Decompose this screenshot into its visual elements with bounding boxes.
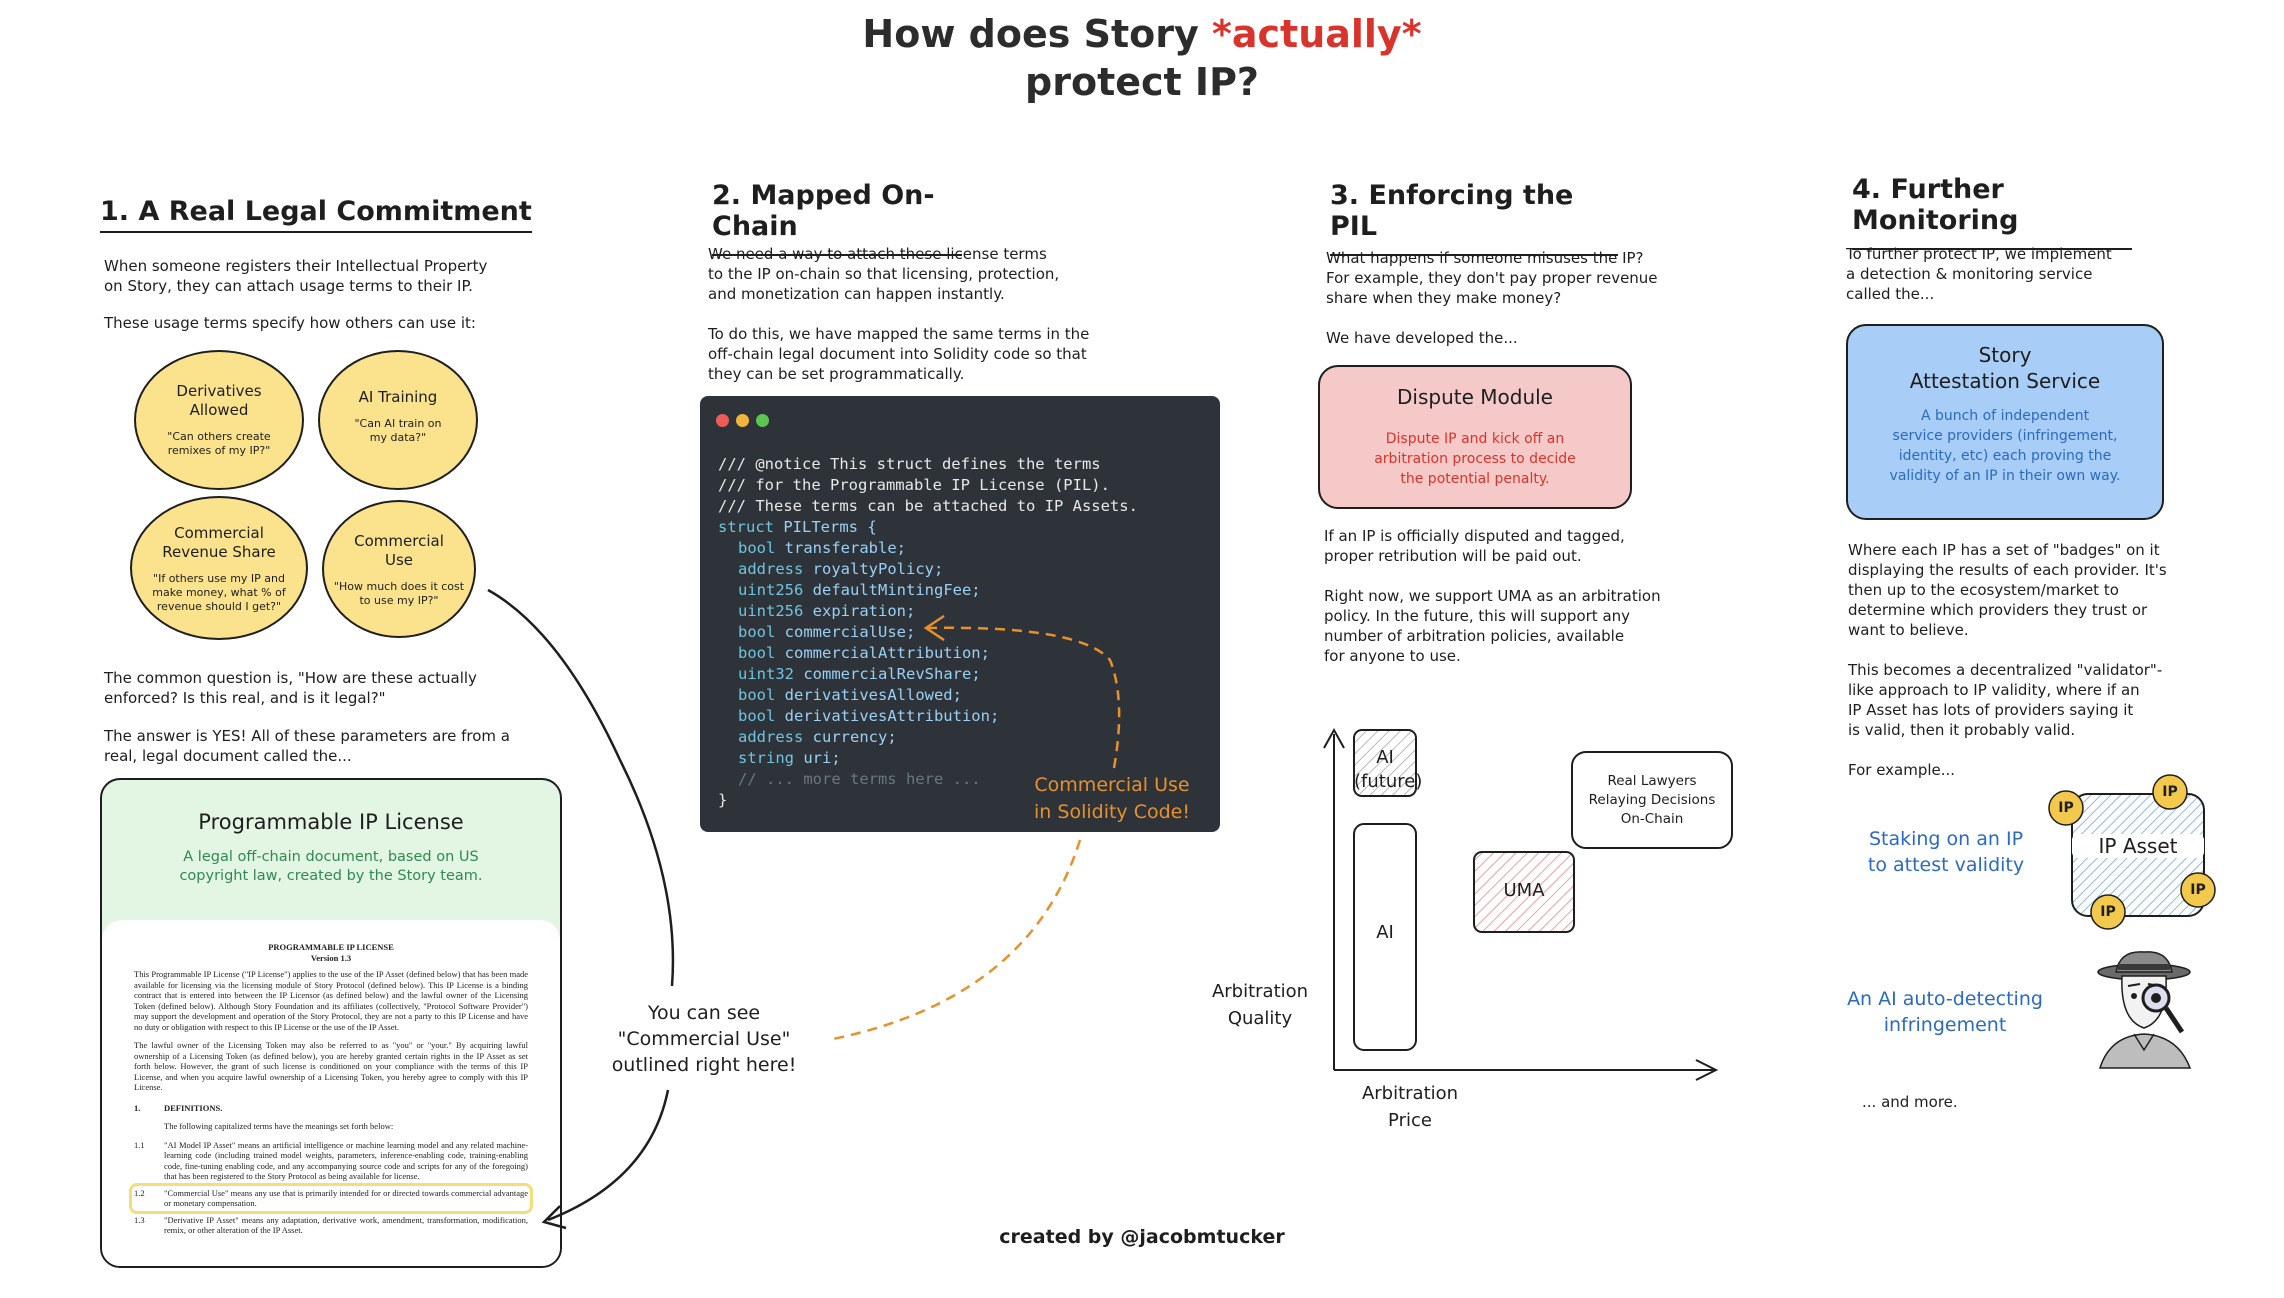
code-field-line: bool derivativesAllowed; — [738, 686, 962, 704]
code-field-line: uint32 commercialRevShare; — [738, 665, 981, 683]
s3-intro: What happens if someone misuses the IP?F… — [1326, 249, 1658, 307]
s2-mapping-text: To do this, we have mapped the same term… — [708, 325, 1090, 383]
code-field-line: bool commercialAttribution; — [738, 644, 990, 662]
ip-badge: IP — [2148, 770, 2192, 814]
uma-label: UMA — [1503, 880, 1545, 901]
arrow-code-to-callout — [827, 839, 1082, 1042]
dispute-module-title: Dispute Module — [1397, 385, 1553, 409]
s1-answer: The answer is YES! All of these paramete… — [104, 727, 510, 765]
ai-block — [1353, 823, 1417, 1051]
code-struct-line: struct PILTerms { — [718, 518, 877, 536]
s4-example-text: For example... — [1848, 761, 1956, 779]
title-line1: How does Story — [862, 12, 1212, 56]
code-comment-line: /// for the Programmable IP License (PIL… — [718, 476, 1110, 494]
s4-validator-text: This becomes a decentralized "validator"… — [1848, 661, 2163, 739]
pil-title: Programmable IP License — [198, 810, 464, 834]
code-more-comment: // ... more terms here ... — [738, 770, 981, 788]
solidity-code-block: /// @notice This struct defines the term… — [700, 396, 1220, 832]
commercial-use-highlight: 1.2"Commercial Use" means any use that i… — [129, 1182, 533, 1214]
arbitration-chart — [1323, 727, 1733, 1081]
arrow-head-code — [923, 614, 945, 642]
code-fields: bool transferable; address royaltyPolicy;… — [718, 538, 1202, 769]
section3-heading: 3. Enforcing the PIL — [1330, 180, 1618, 256]
window-maximize-dot — [756, 414, 769, 427]
x-axis-arrow — [1695, 1059, 1719, 1081]
code-field-line: address royaltyPolicy; — [738, 560, 944, 578]
s3-developed-text: We have developed the... — [1326, 329, 1518, 347]
window-minimize-dot — [736, 414, 749, 427]
s4-badges-text: Where each IP has a set of "badges" on i… — [1848, 541, 2167, 639]
code-field-line: bool commercialUse; — [738, 623, 916, 641]
s1-intro: When someone registers their Intellectua… — [104, 257, 488, 295]
code-field-line: bool derivativesAttribution; — [738, 707, 1000, 725]
dispute-module-card: Dispute Module Dispute IP and kick off a… — [1318, 365, 1632, 509]
ip-asset-label: IP Asset — [2072, 834, 2204, 858]
s3-retribution-text: If an IP is officially disputed and tagg… — [1324, 527, 1625, 565]
ai-label: AI — [1376, 922, 1394, 943]
code-close-brace: } — [718, 791, 728, 809]
ip-badge: IP — [2044, 786, 2088, 830]
code-field-line: string uri; — [738, 749, 841, 767]
s1-question: The common question is, "How are these a… — [104, 669, 477, 707]
arrow-bubble-to-callout — [487, 588, 675, 987]
detective-icon — [2097, 951, 2192, 1069]
ip-badge: IP — [2176, 868, 2220, 912]
code-field-line: uint256 expiration; — [738, 602, 916, 620]
code-comment-line: /// These terms can be attached to IP As… — [718, 497, 1138, 515]
y-axis-arrow — [1323, 727, 1345, 749]
s3-uma-text: Right now, we support UMA as an arbitrat… — [1324, 587, 1661, 665]
ip-badge: IP — [2086, 890, 2130, 934]
license-document: PROGRAMMABLE IP LICENSE Version 1.3 This… — [102, 920, 560, 1266]
code-field-line: uint256 defaultMintingFee; — [738, 581, 981, 599]
ai-future-label: AI(future) — [1354, 747, 1423, 792]
code-comment-line: /// @notice This struct defines the term… — [718, 455, 1101, 473]
arrow-callout-to-code — [923, 626, 1121, 769]
s1-usage-text: These usage terms specify how others can… — [104, 314, 476, 332]
section2-heading: 2. Mapped On-Chain — [712, 180, 962, 256]
and-more-text: ... and more. — [1862, 1093, 1958, 1111]
pil-card: Programmable IP License A legal off-chai… — [100, 778, 562, 1268]
title-accent: *actually* — [1211, 12, 1422, 56]
arrow-callout-to-doc — [547, 1089, 670, 1222]
code-field-line: bool transferable; — [738, 539, 906, 557]
uma-block — [1473, 851, 1575, 933]
window-close-dot — [716, 414, 729, 427]
callout-commercial-use: You can see"Commercial Use"outlined righ… — [611, 1002, 797, 1076]
section1-heading: 1. A Real Legal Commitment — [100, 196, 532, 233]
page-title: How does Story *actually* protect IP? — [0, 10, 2284, 106]
author-credit: created by @jacobmtucker — [999, 1226, 1285, 1248]
code-field-line: address currency; — [738, 728, 897, 746]
ai-future-block — [1353, 729, 1417, 797]
lawyers-block — [1571, 751, 1733, 849]
s2-intro: We need a way to attach these license te… — [708, 245, 1060, 303]
section4-heading: 4. Further Monitoring — [1852, 174, 2132, 250]
title-line2: protect IP? — [1025, 60, 1259, 104]
arrow-head-doc — [541, 1205, 567, 1230]
